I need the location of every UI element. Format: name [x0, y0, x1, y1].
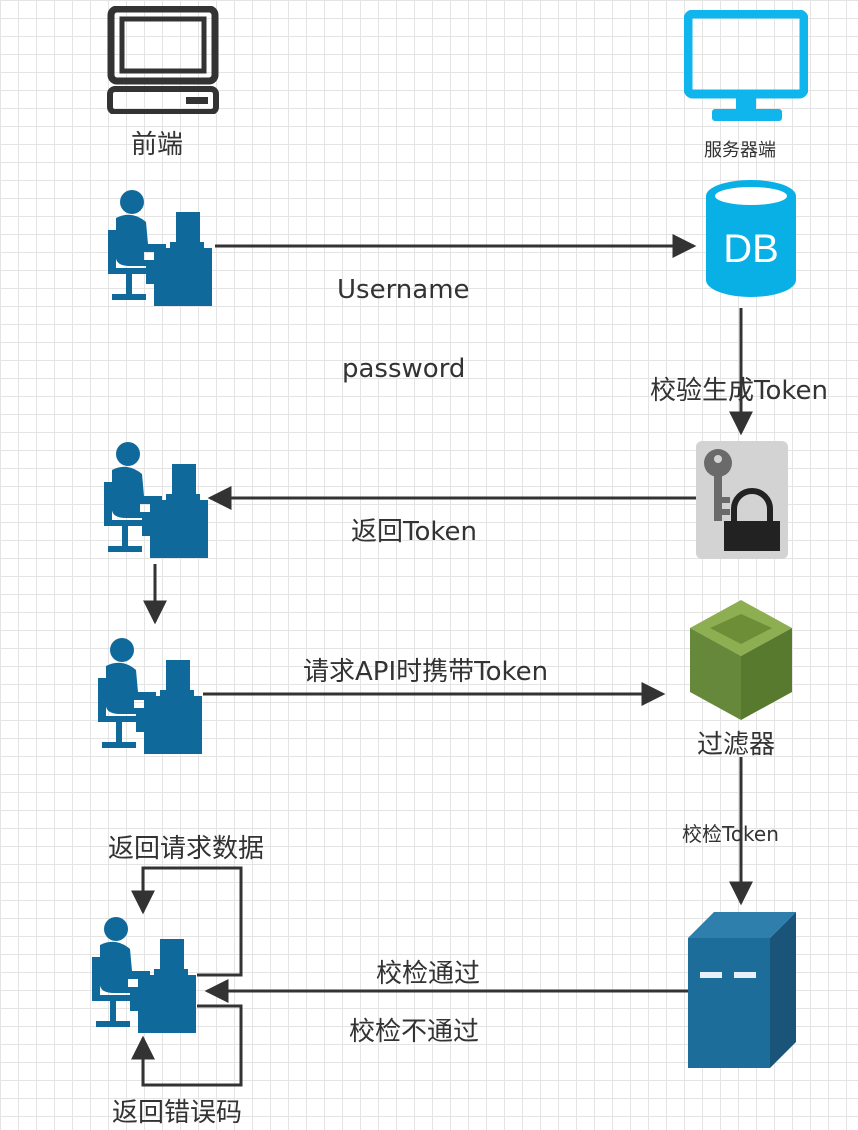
key-lock-icon: [696, 441, 788, 559]
verify-generate-token-label: 校验生成Token: [650, 376, 828, 406]
database-icon: DB: [706, 180, 796, 297]
check-token-label: 校检Token: [682, 822, 779, 846]
arrow-return-error-code: [131, 1004, 243, 1087]
user-at-desk-icon: [108, 190, 212, 306]
db-label: DB: [723, 227, 779, 271]
user-at-desk-icon: [104, 442, 208, 558]
server-label: 服务器端: [704, 140, 776, 161]
check-passed-label: 校检通过: [376, 959, 481, 989]
user-at-desk-icon: [98, 638, 202, 754]
user-at-desk-icon: [92, 917, 196, 1033]
check-failed-label: 校检不通过: [349, 1017, 480, 1047]
laptop-icon: [107, 6, 219, 114]
arrow-return-request-data: [131, 866, 243, 977]
filter-label: 过滤器: [697, 730, 776, 760]
return-request-data-label: 返回请求数据: [108, 834, 265, 864]
monitor-icon: [684, 10, 808, 121]
request-api-label: 请求API时携带Token: [303, 657, 549, 687]
return-error-code-label: 返回错误码: [112, 1098, 243, 1128]
return-token-label: 返回Token: [351, 517, 477, 547]
password-label: password: [342, 354, 466, 384]
frontend-label: 前端: [131, 130, 184, 160]
server-icon: [688, 912, 796, 1068]
username-label: Username: [337, 275, 470, 305]
filter-cube-icon: [690, 600, 792, 720]
